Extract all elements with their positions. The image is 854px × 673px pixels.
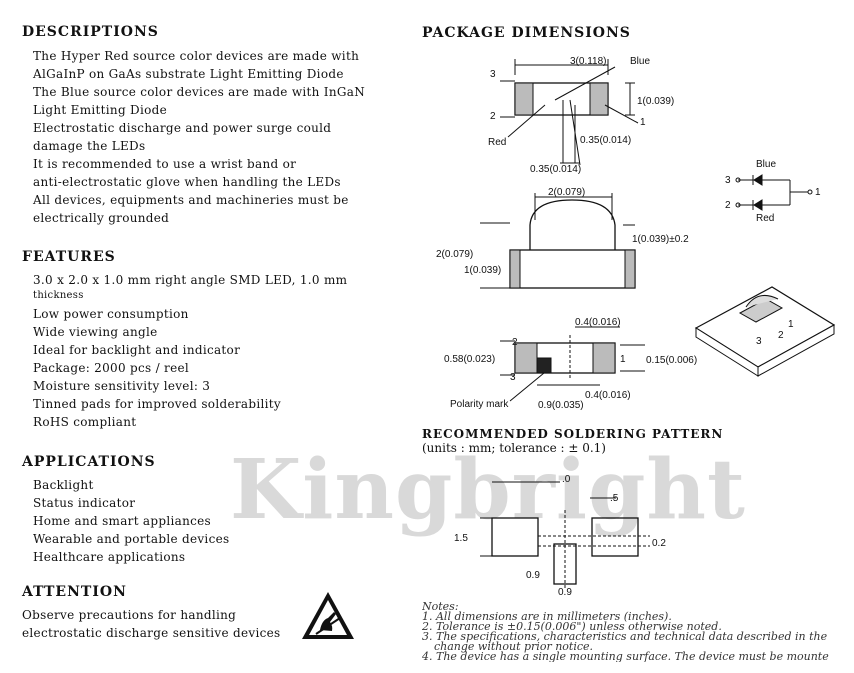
label-blue: Blue — [630, 56, 650, 67]
dim-label: 0.35(0.014) — [580, 135, 631, 146]
dim-label: 1(0.039) — [637, 96, 674, 107]
dim-label: 0.4(0.016) — [585, 390, 631, 401]
package-heading: PACKAGE DIMENSIONS — [422, 25, 631, 41]
list-item: Home and smart appliances — [33, 514, 211, 528]
dim-label: .5 — [610, 493, 619, 504]
pin-label: 2 — [490, 111, 496, 122]
package-dimensions-drawing: 3(0.118) Blue 3 2 1 1(0.039) Red 0.35(0.… — [436, 56, 836, 411]
list-item: Status indicator — [33, 496, 136, 510]
list-item: Wearable and portable devices — [33, 532, 230, 546]
isometric-view: 3 2 1 — [694, 286, 836, 377]
watermark: Kingbright — [230, 442, 746, 538]
list-item: Tinned pads for improved solderability — [33, 397, 281, 411]
list-item: All devices, equipments and machineries … — [33, 193, 349, 207]
features-list: 3.0 x 2.0 x 1.0 mm right angle SMD LED, … — [33, 271, 347, 431]
pin-label: 3 — [756, 336, 762, 347]
note-line: 3. The specifications, characteristics a… — [422, 630, 828, 643]
soldering-pattern-drawing: .0 .5 1.5 0.2 0.9 0.9 — [454, 474, 666, 598]
label-blue: Blue — [756, 159, 776, 170]
list-item: electrically grounded — [33, 211, 170, 225]
descriptions-list: The Hyper Red source color devices are m… — [33, 47, 365, 227]
dim-label: 0.15(0.006) — [646, 355, 697, 366]
list-item: Moisture sensitivity level: 3 — [33, 379, 211, 393]
esd-warning-icon — [302, 592, 354, 639]
top-view: 3(0.118) Blue 3 2 1 1(0.039) Red 0.35(0.… — [488, 56, 674, 175]
list-item: Observe precautions for handling — [22, 608, 237, 622]
soldering-heading: RECOMMENDED SOLDERING PATTERN — [422, 427, 724, 441]
dim-label: 2(0.079) — [436, 249, 473, 260]
list-item: Healthcare applications — [33, 550, 186, 564]
note-line: 1. All dimensions are in millimeters (in… — [422, 610, 672, 623]
pin-label: 2 — [778, 330, 784, 341]
dim-label: 1(0.039)±0.2 — [632, 234, 689, 245]
label-red: Red — [488, 137, 506, 148]
bottom-view: 0.4(0.016) 0.58(0.023) 1 0.15(0.006) 2 3… — [444, 317, 697, 411]
pin-label: 3 — [490, 69, 496, 80]
label-polarity-mark: Polarity mark — [450, 399, 509, 410]
list-item: Light Emitting Diode — [33, 103, 168, 117]
list-item: thickness — [33, 290, 84, 301]
descriptions-heading: DESCRIPTIONS — [22, 24, 159, 40]
list-item: anti-electrostatic glove when handling t… — [33, 175, 341, 189]
dim-label: 1.5 — [454, 533, 468, 544]
pin-label: 1 — [640, 117, 646, 128]
applications-heading: APPLICATIONS — [22, 454, 156, 470]
list-item: Package: 2000 pcs / reel — [33, 361, 190, 375]
list-item: 3.0 x 2.0 x 1.0 mm right angle SMD LED, … — [33, 273, 348, 287]
dim-label: 0.2 — [652, 538, 666, 549]
features-heading: FEATURES — [22, 249, 116, 265]
label-red: Red — [756, 213, 774, 224]
list-item: RoHS compliant — [33, 415, 137, 429]
dim-label: 0.35(0.014) — [530, 164, 581, 175]
list-item: AlGaInP on GaAs substrate Light Emitting… — [33, 67, 344, 81]
pin-label: 3 — [725, 175, 731, 186]
notes: Notes: 1. All dimensions are in millimet… — [422, 602, 854, 662]
circuit-diagram: Blue Red 3 2 1 — [725, 159, 821, 224]
list-item: The Blue source color devices are made w… — [33, 85, 366, 99]
list-item: The Hyper Red source color devices are m… — [33, 49, 360, 63]
dim-label: 3(0.118) — [570, 56, 607, 67]
dim-label: 0.9(0.035) — [538, 400, 584, 411]
list-item: electrostatic discharge sensitive device… — [22, 626, 281, 640]
list-item: Ideal for backlight and indicator — [33, 343, 241, 357]
pin-label: 2 — [512, 337, 518, 348]
dim-label: .0 — [562, 474, 571, 485]
dim-label: 0.9 — [526, 570, 540, 581]
pin-label: 1 — [788, 319, 794, 330]
dim-label: 0.4(0.016) — [575, 317, 621, 328]
dim-label: 1(0.039) — [464, 265, 501, 276]
pin-label: 3 — [510, 372, 516, 383]
side-view: 2(0.079) 1(0.039)±0.2 2(0.079) 1(0.039) — [436, 187, 689, 289]
dim-label: 0.58(0.023) — [444, 354, 495, 365]
pin-label: 1 — [815, 187, 821, 198]
list-item: Electrostatic discharge and power surge … — [33, 121, 332, 135]
pin-label: 1 — [620, 354, 626, 365]
note-line: change without prior notice. — [434, 640, 594, 653]
note-line: 4. The device has a single mounting surf… — [422, 650, 829, 662]
notes-title: Notes: — [422, 602, 459, 613]
dim-label: 0.9 — [558, 587, 572, 598]
list-item: Backlight — [33, 478, 94, 492]
list-item: Low power consumption — [33, 307, 189, 321]
list-item: damage the LEDs — [33, 139, 146, 153]
applications-list: Backlight Status indicator Home and smar… — [33, 476, 229, 566]
pin-label: 2 — [725, 200, 731, 211]
dim-label: 2(0.079) — [548, 187, 585, 198]
list-item: It is recommended to use a wrist band or — [33, 157, 297, 171]
note-line: 2. Tolerance is ±0.15(0.006") unless oth… — [422, 620, 722, 633]
attention-heading: ATTENTION — [22, 584, 127, 600]
soldering-subtitle: (units : mm; tolerance : ± 0.1) — [422, 441, 606, 455]
list-item: Wide viewing angle — [33, 325, 158, 339]
attention-text: Observe precautions for handling electro… — [22, 606, 281, 642]
